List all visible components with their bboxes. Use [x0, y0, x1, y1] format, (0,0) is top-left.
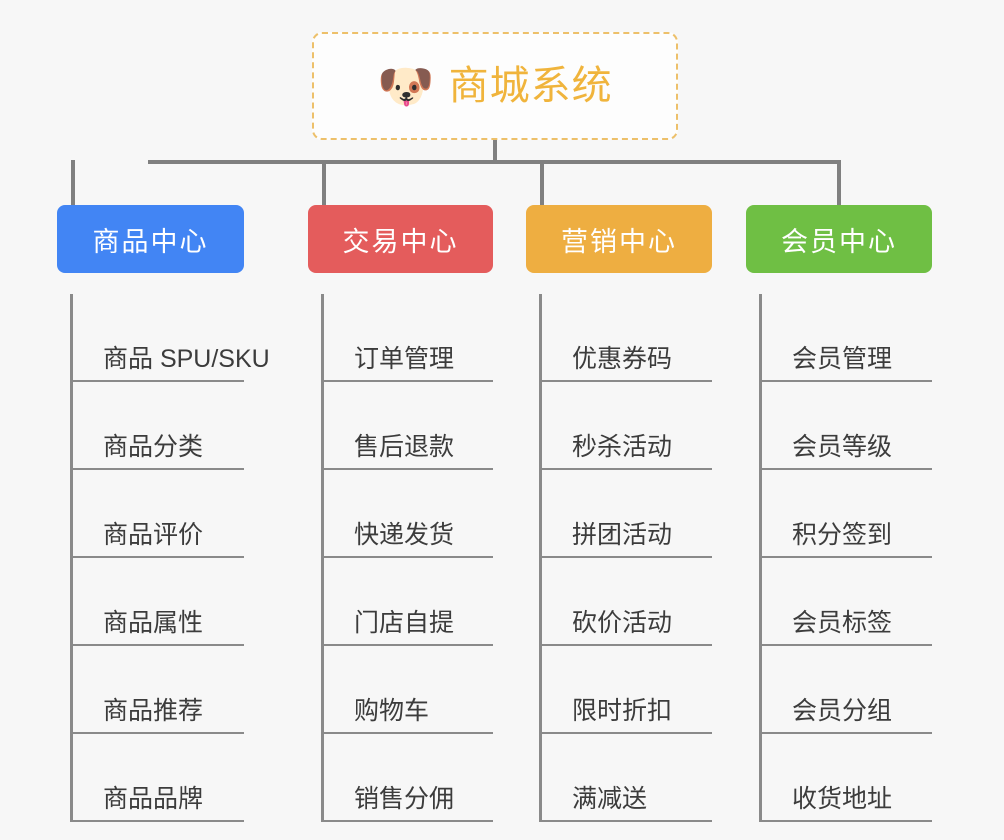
- child-item[interactable]: 门店自提: [324, 558, 493, 646]
- child-list-0: 商品 SPU/SKU 商品分类商品评价商品属性商品推荐商品品牌: [70, 294, 270, 822]
- child-list-3: 会员管理会员等级积分签到会员标签会员分组收货地址: [759, 294, 932, 822]
- child-item-label: 商品推荐: [103, 697, 204, 726]
- child-item-label: 满减送: [572, 785, 648, 814]
- child-item-label: 会员等级: [792, 433, 893, 462]
- child-item[interactable]: 售后退款: [324, 382, 493, 470]
- child-item-label: 会员标签: [792, 609, 893, 638]
- child-item-label: 收货地址: [792, 785, 893, 814]
- child-item[interactable]: 商品推荐: [73, 646, 244, 734]
- connector-horizontal-bus: [148, 160, 841, 164]
- child-item[interactable]: 拼团活动: [542, 470, 712, 558]
- child-item-label: 商品属性: [103, 609, 204, 638]
- connector-drop-1: [322, 160, 326, 205]
- category-header-label: 商品中心: [92, 226, 209, 257]
- child-item[interactable]: 限时折扣: [542, 646, 712, 734]
- category-header-1[interactable]: 交易中心: [308, 205, 493, 273]
- child-item-label: 秒杀活动: [572, 433, 673, 462]
- child-item-label: 会员管理: [792, 345, 893, 374]
- child-list-1: 订单管理售后退款快递发货门店自提购物车销售分佣: [321, 294, 493, 822]
- connector-drop-2: [540, 160, 544, 205]
- branch-column-2: 营销中心优惠券码秒杀活动拼团活动砍价活动限时折扣满减送: [526, 205, 712, 822]
- child-item-label: 拼团活动: [572, 521, 673, 550]
- child-item-label: 优惠券码: [572, 345, 673, 374]
- shiba-dog-face-icon: 🐶: [377, 60, 435, 112]
- child-item[interactable]: 销售分佣: [324, 734, 493, 822]
- child-item[interactable]: 快递发货: [324, 470, 493, 558]
- child-item-label: 销售分佣: [354, 785, 455, 814]
- branch-column-1: 交易中心订单管理售后退款快递发货门店自提购物车销售分佣: [308, 205, 493, 822]
- child-item-label: 积分签到: [792, 521, 893, 550]
- connector-drop-3: [837, 160, 841, 205]
- category-header-3[interactable]: 会员中心: [746, 205, 932, 273]
- child-item[interactable]: 商品评价: [73, 470, 244, 558]
- child-item[interactable]: 商品 SPU/SKU: [73, 294, 270, 382]
- connector-root-stem: [493, 140, 497, 163]
- child-item[interactable]: 优惠券码: [542, 294, 712, 382]
- child-item[interactable]: 积分签到: [762, 470, 932, 558]
- child-item-label: 商品品牌: [103, 785, 204, 814]
- child-item-label: 商品评价: [103, 521, 204, 550]
- category-header-label: 营销中心: [561, 226, 677, 257]
- root-node[interactable]: 🐶 商城系统: [312, 32, 678, 140]
- child-item-label: 快递发货: [354, 521, 455, 550]
- child-item-label: 门店自提: [354, 609, 455, 638]
- child-item[interactable]: 会员等级: [762, 382, 932, 470]
- child-item-label: 商品分类: [103, 433, 204, 462]
- child-item-label: 商品 SPU/SKU: [103, 345, 270, 374]
- child-item[interactable]: 商品分类: [73, 382, 244, 470]
- child-item-label: 限时折扣: [572, 697, 673, 726]
- category-header-0[interactable]: 商品中心: [57, 205, 244, 273]
- child-item[interactable]: 商品属性: [73, 558, 244, 646]
- child-item[interactable]: 会员标签: [762, 558, 932, 646]
- child-item[interactable]: 会员管理: [762, 294, 932, 382]
- child-item[interactable]: 满减送: [542, 734, 712, 822]
- child-item[interactable]: 砍价活动: [542, 558, 712, 646]
- category-header-2[interactable]: 营销中心: [526, 205, 712, 273]
- category-header-label: 会员中心: [781, 226, 897, 257]
- child-item[interactable]: 秒杀活动: [542, 382, 712, 470]
- connector-drop-0: [71, 160, 75, 205]
- child-item[interactable]: 订单管理: [324, 294, 493, 382]
- child-item-label: 购物车: [354, 697, 430, 726]
- child-item-label: 订单管理: [354, 345, 455, 374]
- child-item[interactable]: 会员分组: [762, 646, 932, 734]
- category-header-label: 交易中心: [342, 226, 459, 257]
- child-item[interactable]: 收货地址: [762, 734, 932, 822]
- branch-column-0: 商品中心商品 SPU/SKU 商品分类商品评价商品属性商品推荐商品品牌: [57, 205, 270, 822]
- child-item-label: 砍价活动: [572, 609, 673, 638]
- branch-column-3: 会员中心会员管理会员等级积分签到会员标签会员分组收货地址: [746, 205, 932, 822]
- child-item[interactable]: 购物车: [324, 646, 493, 734]
- root-title: 商城系统: [448, 64, 613, 108]
- child-item-label: 售后退款: [354, 433, 455, 462]
- child-item-label: 会员分组: [792, 697, 893, 726]
- child-item[interactable]: 商品品牌: [73, 734, 244, 822]
- child-list-2: 优惠券码秒杀活动拼团活动砍价活动限时折扣满减送: [539, 294, 712, 822]
